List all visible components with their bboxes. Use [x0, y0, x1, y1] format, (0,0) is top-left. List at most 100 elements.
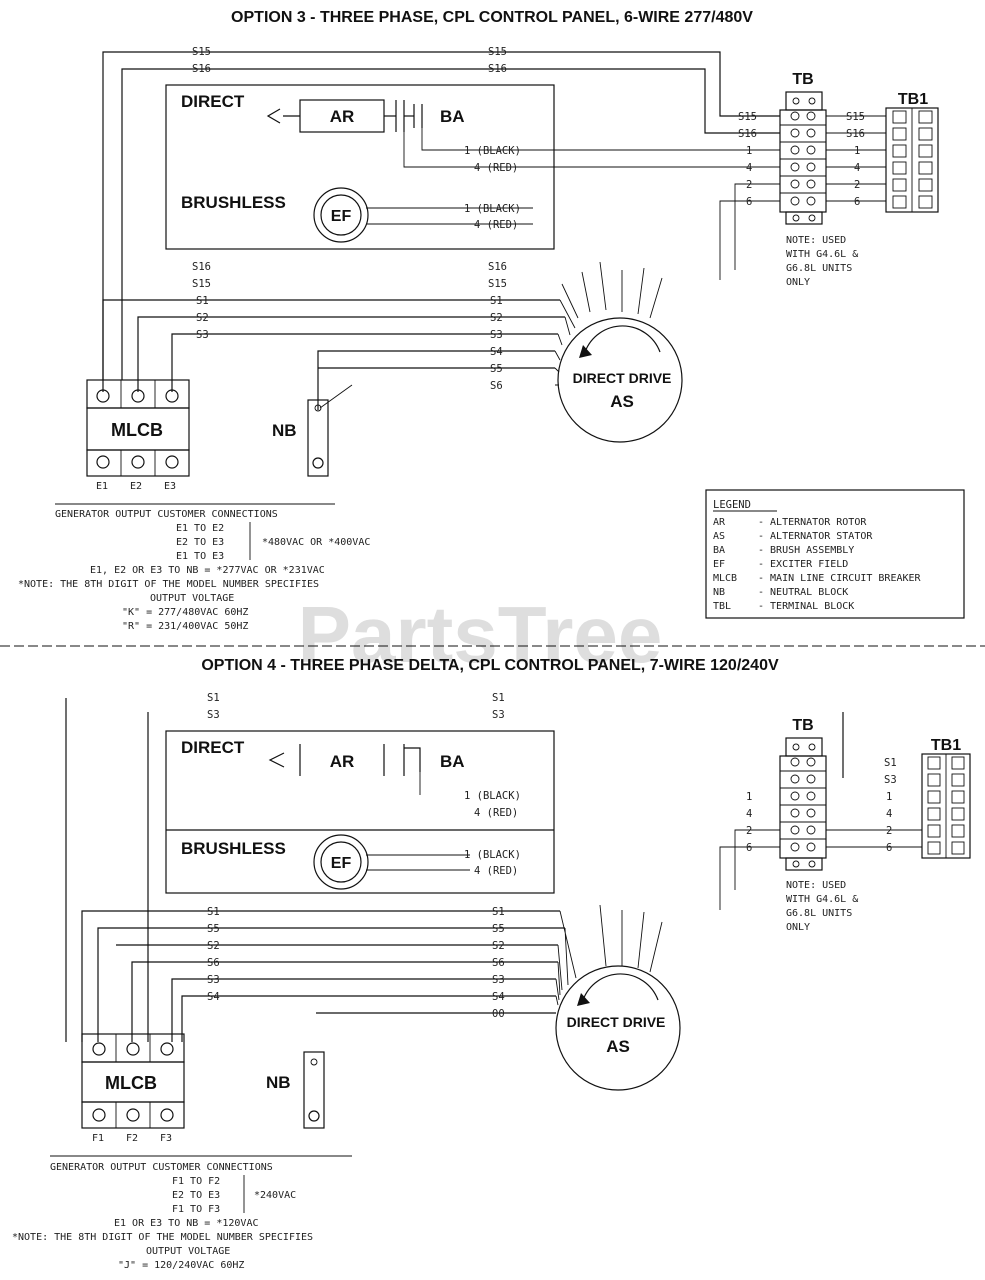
o4-conn-output: OUTPUT VOLTAGE [146, 1246, 230, 1257]
legend-val-mlcb: - MAIN LINE CIRCUIT BREAKER [758, 573, 922, 584]
o4-s4-right: S4 [492, 991, 505, 1003]
o3-s2-right: S2 [490, 312, 503, 324]
o4-conn-e2-e3: E2 TO E3 [172, 1190, 220, 1201]
o4-s3-left: S3 [207, 974, 220, 986]
tb-label: TB [792, 71, 813, 88]
e2-label: E2 [130, 481, 142, 492]
legend-val-nb: - NEUTRAL BLOCK [758, 587, 848, 598]
conn-output: OUTPUT VOLTAGE [150, 593, 234, 604]
wire-label-s16-top-mid: S16 [488, 63, 507, 75]
wire-label-s16-tb: S16 [738, 128, 757, 140]
legend-val-ar: - ALTERNATOR ROTOR [758, 517, 867, 528]
note-line-1: NOTE: USED [786, 235, 846, 246]
o4-mlcb-label: MLCB [105, 1073, 157, 1093]
exciter-box-option4: DIRECT BRUSHLESS AR BA 1 (BLACK) 4 (RED)… [165, 730, 555, 894]
o3-s2-left: S2 [196, 312, 209, 324]
ef-red-label: 4 (RED) [474, 219, 518, 231]
o4-tb1-label: TB1 [931, 737, 961, 754]
o4-ef-label: EF [331, 855, 352, 872]
direct-drive-label: DIRECT DRIVE [573, 370, 672, 386]
legend-key-ef: EF [713, 559, 725, 570]
o4-note-line-4: ONLY [786, 922, 810, 933]
tb1-wire-2: 2 [854, 179, 860, 191]
e3-label: E3 [164, 481, 176, 492]
wire-label-1: 1 [746, 145, 752, 157]
o4-wire-1: 1 [746, 791, 752, 803]
o4-conn-note: *NOTE: THE 8TH DIGIT OF THE MODEL NUMBER… [12, 1232, 313, 1243]
wire-label-s15-top-mid: S15 [488, 46, 507, 58]
terminal-block-tb1-option3: TB1 [885, 91, 939, 213]
terminal-block-tb-option3: TB [779, 71, 827, 225]
o4-conn-f1-f2: F1 TO F2 [172, 1176, 220, 1187]
o4-s2-left: S2 [207, 940, 220, 952]
legend-key-tbl: TBL [713, 601, 731, 612]
o4-conn-title: GENERATOR OUTPUT CUSTOMER CONNECTIONS [50, 1162, 273, 1173]
f1-label: F1 [92, 1133, 104, 1144]
o4-tb1-1: 1 [886, 791, 892, 803]
o4-wire-6: 6 [746, 842, 752, 854]
o4-nb-label: NB [266, 1073, 291, 1092]
mlcb-option4: MLCB F1 F2 F3 [81, 1033, 185, 1144]
stator-left-s16: S16 [192, 261, 211, 273]
tb1-wire-s15: S15 [846, 111, 865, 123]
stator-right-s15: S15 [488, 278, 507, 290]
o4-s3-right: S3 [492, 974, 505, 986]
option3-title: OPTION 3 - THREE PHASE, CPL CONTROL PANE… [231, 9, 753, 26]
tb1-wire-1: 1 [854, 145, 860, 157]
conn-k: "K" = 277/480VAC 60HZ [122, 607, 248, 618]
f3-label: F3 [160, 1133, 172, 1144]
o4-s5-left: S5 [207, 923, 220, 935]
o4-tb1-4: 4 [886, 808, 892, 820]
o4-tb1-s1: S1 [884, 757, 897, 769]
customer-connections-option3: GENERATOR OUTPUT CUSTOMER CONNECTIONS E1… [18, 503, 370, 632]
o4-ba-label: BA [440, 752, 465, 771]
o4-red-label: 4 (RED) [474, 807, 518, 819]
o4-conn-j: "J" = 120/240VAC 60HZ [118, 1260, 244, 1271]
tb1-label: TB1 [898, 91, 928, 108]
wire-label-2: 2 [746, 179, 752, 191]
wire-label-s16-top-left: S16 [192, 63, 211, 75]
o4-conn-nb: E1 OR E3 TO NB = *120VAC [114, 1218, 259, 1229]
o4-black-label: 1 (BLACK) [464, 790, 521, 802]
ef-label: EF [331, 208, 352, 225]
o4-conn-voltage: *240VAC [254, 1190, 296, 1201]
black-wire-label: 1 (BLACK) [464, 145, 521, 157]
legend-key-nb: NB [713, 587, 725, 598]
o3-s1-right: S1 [490, 295, 503, 307]
o4-direct-drive-label: DIRECT DRIVE [567, 1014, 666, 1030]
legend-val-tbl: - TERMINAL BLOCK [758, 601, 854, 612]
wire-label-6: 6 [746, 196, 752, 208]
ef-black-label: 1 (BLACK) [464, 203, 521, 215]
o4-tb1-s3: S3 [884, 774, 897, 786]
o4-wire-2: 2 [746, 825, 752, 837]
o4-s1-left: S1 [207, 906, 220, 918]
conn-e1-e2: E1 TO E2 [176, 523, 224, 534]
legend-key-ba: BA [713, 545, 725, 556]
o4-s6-right: S6 [492, 957, 505, 969]
o4-ef-red-label: 4 (RED) [474, 865, 518, 877]
customer-connections-option4: GENERATOR OUTPUT CUSTOMER CONNECTIONS F1… [12, 1155, 352, 1271]
direct-drive-stator-option3: DIRECT DRIVE AS [554, 261, 683, 443]
legend-key-ar: AR [713, 517, 726, 528]
wire-label-s15-tb: S15 [738, 111, 757, 123]
o3-s3-left: S3 [196, 329, 209, 341]
conn-note: *NOTE: THE 8TH DIGIT OF THE MODEL NUMBER… [18, 579, 319, 590]
f2-label: F2 [126, 1133, 138, 1144]
ar-label: AR [330, 107, 355, 126]
legend-key-as: AS [713, 531, 725, 542]
note-line-3: G6.8L UNITS [786, 263, 852, 274]
legend-val-ef: - EXCITER FIELD [758, 559, 848, 570]
conn-title: GENERATOR OUTPUT CUSTOMER CONNECTIONS [55, 509, 278, 520]
terminal-block-tb1-option4: TB1 [921, 737, 971, 859]
conn-r: "R" = 231/400VAC 50HZ [122, 621, 248, 632]
watermark: PartsTree [298, 590, 663, 679]
legend-key-mlcb: MLCB [713, 573, 737, 584]
terminal-block-tb-option4: TB [779, 717, 827, 871]
o4-conn-f1-f3: F1 TO F3 [172, 1204, 220, 1215]
direct-label: DIRECT [181, 92, 245, 111]
o3-s4-right: S4 [490, 346, 503, 358]
exciter-box-option3: DIRECT BRUSHLESS AR BA 1 (BLACK) 4 (RED)… [165, 84, 555, 250]
o4-top-s3-right: S3 [492, 709, 505, 721]
o4-ar-label: AR [330, 752, 355, 771]
neutral-block-option3: NB [272, 384, 353, 477]
